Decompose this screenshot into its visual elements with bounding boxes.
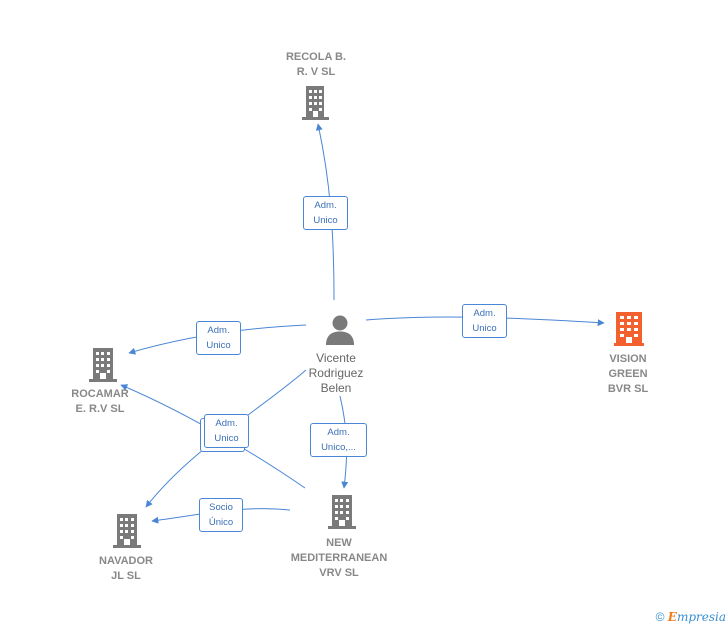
edge-label-rocamar[interactable]: Adm. Unico bbox=[196, 321, 241, 355]
person-icon bbox=[326, 315, 354, 345]
building-icon bbox=[113, 514, 141, 548]
building-icon bbox=[302, 86, 329, 120]
building-icon bbox=[614, 312, 644, 346]
node-vision-label: VISION GREEN BVR SL bbox=[607, 353, 649, 395]
building-icon bbox=[89, 348, 117, 382]
edge-label-recola[interactable]: Adm. Unico bbox=[303, 196, 348, 230]
edge-label-new-med-navador[interactable]: Socio Único bbox=[199, 498, 243, 532]
edge-label-new-med[interactable]: Adm. Unico,... bbox=[310, 423, 367, 457]
brand-name: mpresia bbox=[676, 610, 726, 624]
copyright-symbol: © bbox=[655, 610, 665, 624]
edges bbox=[120, 123, 605, 524]
node-vicente-label: Vicente Rodriguez Belen bbox=[308, 351, 364, 395]
building-icon bbox=[328, 495, 356, 529]
node-recola-label: RECOLA B. R. V SL bbox=[285, 51, 347, 78]
node-navador-label: NAVADOR JL SL bbox=[99, 555, 153, 582]
node-rocamar-label: ROCAMAR E. R.V SL bbox=[71, 388, 129, 415]
node-new-med-label: NEW MEDITERRANEAN VRV SL bbox=[290, 537, 388, 579]
footer-brand: © Empresia bbox=[656, 610, 726, 624]
edge-label-vision[interactable]: Adm. Unico bbox=[462, 304, 507, 338]
edge-label-navador[interactable]: Adm. Unico bbox=[204, 414, 249, 448]
brand-initial: E bbox=[667, 610, 677, 624]
